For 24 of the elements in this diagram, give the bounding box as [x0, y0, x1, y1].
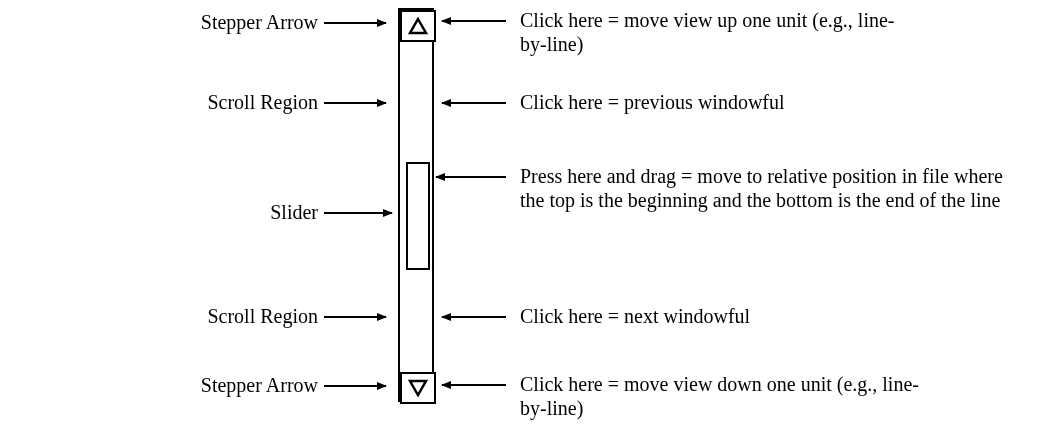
arrow	[323, 313, 387, 321]
arrow	[441, 99, 507, 107]
arrow	[323, 19, 387, 27]
callout-text: Click here = next windowful	[520, 304, 940, 330]
stepper-button	[400, 372, 436, 404]
arrow	[323, 209, 393, 217]
arrow	[435, 173, 507, 181]
callout-text: Click here = previous windowful	[520, 90, 940, 116]
callout-text: Scroll Region	[0, 90, 318, 116]
arrow	[323, 382, 387, 390]
callout-text: Stepper Arrow	[0, 373, 318, 399]
callout-text: Press here and drag = move to relative position in file where the top is the beginning and the bottom is the end of the line	[520, 164, 1030, 240]
scrollbar-track	[398, 8, 434, 402]
arrow	[441, 17, 507, 25]
callout-text: Click here = move view up one unit (e.g., line-by-line)	[520, 8, 900, 60]
arrow	[441, 313, 507, 321]
arrow	[441, 381, 507, 389]
callout-text: Click here = move view down one unit (e.g., line-by-line)	[520, 372, 920, 424]
slider-thumb	[406, 162, 430, 270]
callout-text: Scroll Region	[0, 304, 318, 330]
arrow	[323, 99, 387, 107]
callout-text: Slider	[0, 200, 318, 226]
stepper-button	[400, 10, 436, 42]
callout-text: Stepper Arrow	[0, 10, 318, 36]
